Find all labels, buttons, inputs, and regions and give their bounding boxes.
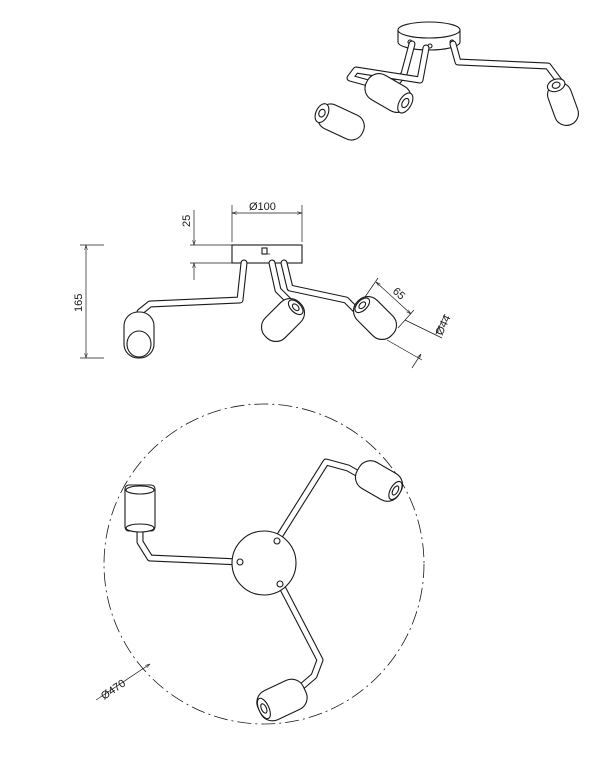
perspective-shade-middle [364, 73, 414, 114]
top-shade-left [124, 484, 156, 533]
top-shade-right [354, 460, 404, 502]
dim-span-diameter: Ø470 [95, 664, 150, 702]
dim-total-height: 165 [73, 244, 104, 359]
top-shade-bottom [256, 678, 308, 722]
perspective-view [314, 21, 579, 141]
dim-total-height-label: 165 [73, 294, 85, 312]
span-circle [103, 403, 425, 725]
top-view: Ø470 [95, 403, 425, 725]
dim-shade-diameter-label: Ø44 [434, 313, 454, 337]
top-arms [136, 458, 366, 692]
dim-shade-length-label: 65 [390, 285, 407, 302]
dim-shade-length: 65 [364, 277, 415, 329]
perspective-shade-left [314, 103, 365, 141]
dim-canopy-diameter-label: Ø100 [249, 201, 276, 213]
side-arms [136, 259, 362, 316]
side-shade-middle [260, 297, 306, 343]
side-view: Ø100 25 165 65 [73, 201, 454, 369]
dim-shade-diameter: Ø44 [386, 313, 454, 369]
dim-canopy-diameter: Ø100 [231, 201, 303, 242]
side-canopy-screw [261, 247, 268, 255]
dim-span-diameter-label: Ø470 [99, 677, 128, 702]
top-canopy [231, 530, 297, 596]
perspective-shade-right [546, 78, 579, 126]
dim-canopy-height: 25 [181, 210, 232, 280]
dim-canopy-height-label: 25 [181, 215, 193, 227]
side-shade-left [123, 311, 155, 359]
side-shade-right [352, 295, 398, 341]
